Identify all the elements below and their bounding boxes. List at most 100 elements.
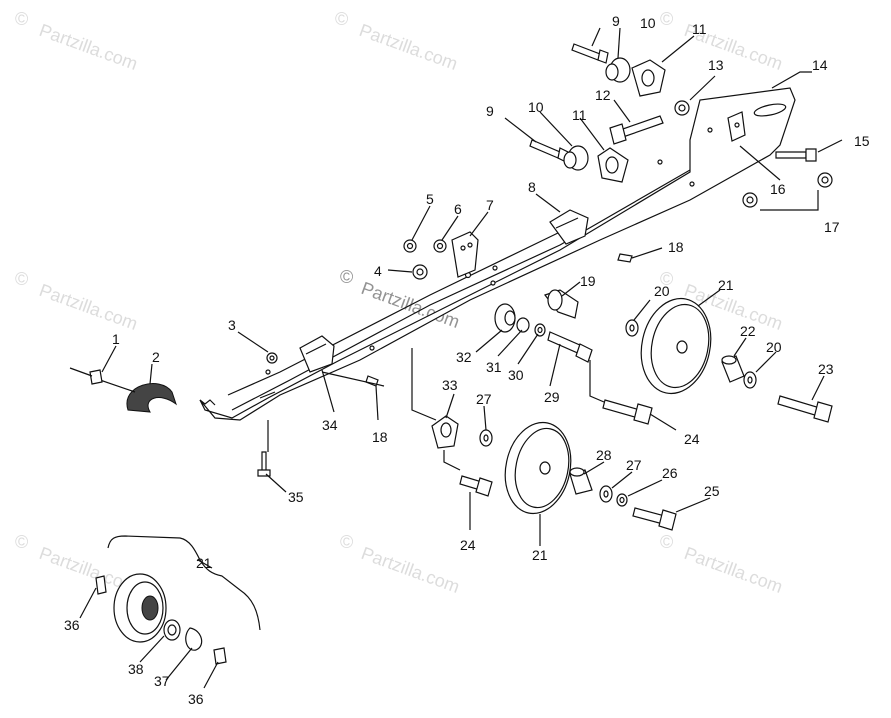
bracket-16 [727,111,746,142]
nut-4 [412,264,428,280]
bracket-19 [544,289,579,319]
callout-2: 2 [152,349,160,365]
bushing-10-mid [563,145,589,171]
callout-19: 19 [580,273,596,289]
spacer-28 [569,467,593,495]
callout-7: 7 [486,197,494,213]
callout-25: 25 [704,483,720,499]
washer-20-right [743,371,757,389]
callout-10-mid: 10 [528,99,544,115]
bolt-25 [632,507,677,531]
callout-24-left: 24 [460,537,476,553]
nut-17b [742,192,758,208]
watermark-symbol: © [660,9,673,29]
callout-24-right: 24 [684,431,700,447]
watermark-text: Partzilla.com [37,280,141,334]
slider-block-8 [549,209,589,245]
callout-14: 14 [812,57,828,73]
screw-1 [69,367,103,385]
nut-5 [403,239,417,253]
callout-18-top: 18 [668,239,684,255]
callout-15: 15 [854,133,870,149]
block-11-mid [597,147,629,183]
bolt-9-top [571,43,609,64]
bolt-23 [777,395,833,423]
watermark-text: Partzilla.com [359,543,463,597]
bolt-15 [775,148,817,162]
idler-wheel-21-center [504,421,572,515]
bolt-29 [547,331,593,363]
callout-38: 38 [128,661,144,677]
callout-22: 22 [740,323,756,339]
callout-4: 4 [374,263,382,279]
bolt-24-left [459,475,493,497]
callout-9-mid: 9 [486,103,494,119]
callout-17: 17 [824,219,840,235]
callout-5: 5 [426,191,434,207]
callout-3: 3 [228,317,236,333]
callout-20-right: 20 [766,339,782,355]
callout-34: 34 [322,417,338,433]
watermark-symbol: © [15,9,28,29]
nut-13 [674,100,690,116]
idler-wheel-21-right [640,297,712,395]
bushing-31 [516,317,530,333]
callout-21-detail: 21 [196,555,212,571]
bolt-24-right [602,399,653,425]
washer-30 [534,323,546,337]
nut-17a [817,172,833,188]
washer-26 [616,493,628,507]
watermark-symbol: © [15,269,28,289]
callout-36-right: 36 [188,691,204,707]
callout-26: 26 [662,465,678,481]
callout-27-left: 27 [476,391,492,407]
nut-6 [433,239,447,253]
bolt-9-mid [529,139,569,163]
callout-16: 16 [770,181,786,197]
callout-9-top: 9 [612,13,620,29]
callout-labels: 1 2 3 4 5 6 7 8 9 10 11 12 13 14 15 16 1… [64,13,870,707]
block-11-top [631,59,666,97]
callout-10-top: 10 [640,15,656,31]
watermark-symbol: © [660,532,673,552]
slider-block-34 [299,335,335,373]
watermark-text: Partzilla.com [37,20,141,74]
bracket-7 [451,231,479,278]
callout-21-right: 21 [718,277,734,293]
callout-31: 31 [486,359,502,375]
callout-36-left: 36 [64,617,80,633]
watermark-symbol: © [340,267,353,287]
callout-21-center: 21 [532,547,548,563]
washer-27-right [599,485,613,503]
callout-35: 35 [288,489,304,505]
callout-18-bottom: 18 [372,429,388,445]
callout-28: 28 [596,447,612,463]
callout-27-right: 27 [626,457,642,473]
callout-33: 33 [442,377,458,393]
bolt-35 [257,451,271,477]
callout-37: 37 [154,673,170,689]
washer-27-left [479,429,493,447]
nut-3 [266,352,278,364]
watermark-symbol: © [340,532,353,552]
leader-lines [79,27,843,689]
watermark-symbol: © [335,9,348,29]
watermark-symbol: © [660,269,673,289]
washer-20-left [625,319,639,337]
watermark-text: Partzilla.com [357,20,461,74]
callout-29: 29 [544,389,560,405]
bolt-18-top [617,253,633,263]
bushing-10-top [605,57,631,83]
rail-tip-2 [99,379,177,413]
callout-32: 32 [456,349,472,365]
callout-6: 6 [454,201,462,217]
callout-1: 1 [112,331,120,347]
callout-8: 8 [528,179,536,195]
bolt-12 [609,115,664,145]
spacer-22 [721,355,745,383]
watermark-text: Partzilla.com [682,543,786,597]
callout-12: 12 [595,87,611,103]
callout-11-top: 11 [692,21,707,37]
